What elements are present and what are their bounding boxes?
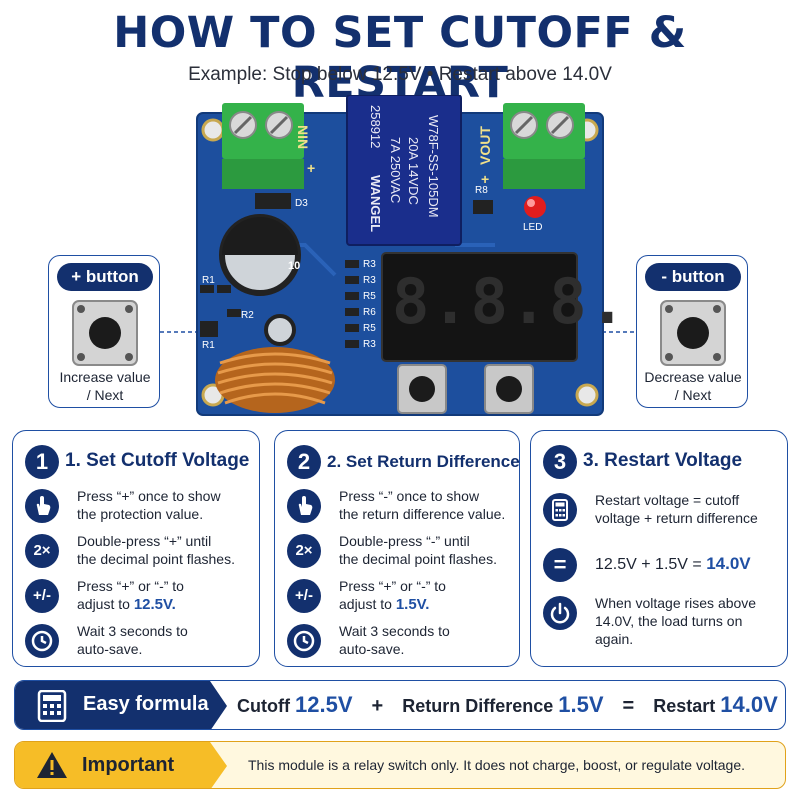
label-led: LED — [523, 222, 543, 233]
nin-label: NIN — [295, 125, 311, 150]
relay-rating-2: 20A 14VDC — [406, 137, 421, 205]
relay-model: W78F-SS-105DM — [426, 115, 441, 218]
easy-formula-bar: Easy formula Cutoff 12.5V + Return Diffe… — [14, 680, 786, 730]
label-r6: R6 — [363, 307, 376, 318]
minus-button-caption: Decrease value / Next — [644, 369, 742, 403]
label-r9: R3 — [363, 339, 376, 350]
step-number: 1 — [25, 445, 59, 479]
page-title: HOW TO SET CUTOFF & RESTART — [113, 8, 687, 108]
relay-brand: WANGEL — [368, 175, 383, 233]
double-press-icon: 2× — [287, 534, 321, 568]
clock-icon — [25, 624, 59, 658]
label-d3: D3 — [295, 198, 308, 209]
important-message: This module is a relay switch only. It d… — [248, 757, 745, 773]
label-r5: R5 — [363, 291, 376, 302]
plus-button-badge: + button — [57, 263, 153, 291]
step-number: 2 — [287, 445, 321, 479]
formula-expression: Cutoff 12.5V + Return Difference 1.5V = … — [237, 692, 778, 717]
hand-pointer-icon — [25, 489, 59, 523]
step-card-cutoff: 1 1. Set Cutoff Voltage Press “+” once t… — [12, 430, 260, 667]
equals-icon: = — [543, 548, 577, 582]
label-r3: R3 — [363, 259, 376, 270]
tactile-button-icon[interactable] — [70, 298, 140, 368]
minus-button-badge: - button — [645, 263, 741, 291]
step-card-restart: 3 3. Restart Voltage Restart voltage = c… — [530, 430, 788, 667]
cutoff-value: 12.5V. — [133, 596, 176, 613]
formula-label: Easy formula — [83, 693, 209, 715]
label-r8: R8 — [475, 185, 488, 196]
label-r4: R3 — [363, 275, 376, 286]
tactile-button-icon[interactable] — [658, 298, 728, 368]
plus-button-card: + button Increase value / Next — [48, 255, 160, 408]
step-row: = 12.5V + 1.5V = 14.0V — [543, 546, 783, 596]
important-notice-bar: Important This module is a relay switch … — [14, 741, 786, 789]
step-title: 2. Set Return Difference — [327, 452, 520, 471]
label-r2: R2 — [241, 310, 254, 321]
step-card-return-difference: 2 2. Set Return Difference Press “-” onc… — [274, 430, 520, 667]
nin-plus-label: + — [307, 160, 316, 176]
important-label: Important — [82, 754, 175, 776]
plus-minus-icon: +/- — [287, 579, 321, 613]
display-readout: 8.8.8. — [392, 265, 628, 338]
plus-button-caption: Increase value / Next — [59, 369, 151, 403]
formula-label-block: Easy formula — [15, 681, 227, 729]
vout-label: VOUT — [477, 126, 493, 165]
important-label-block: Important — [15, 742, 227, 788]
relay-module-board: NIN + VOUT + 258912 WANGEL 7A 250VAC 20A… — [195, 94, 628, 420]
page-subtitle: Example: Stop below 12.5V • Restart abov… — [188, 64, 612, 85]
double-press-icon: 2× — [25, 534, 59, 568]
vout-plus-label: + — [481, 171, 490, 187]
power-icon — [543, 596, 577, 630]
warning-icon — [37, 752, 67, 778]
relay-rating-1: 7A 250VAC — [388, 137, 403, 204]
label-cap: 10 — [288, 260, 301, 272]
relay-code: 258912 — [368, 105, 383, 149]
step-title: 1. Set Cutoff Voltage — [65, 450, 250, 471]
label-r1: R1 — [202, 275, 215, 286]
return-difference-value: 1.5V. — [395, 596, 430, 613]
step-title: 3. Restart Voltage — [583, 450, 743, 471]
plus-minus-icon: +/- — [25, 579, 59, 613]
restart-value: 14.0V — [706, 554, 751, 573]
step-number: 3 — [543, 445, 577, 479]
clock-icon — [287, 624, 321, 658]
calculator-icon — [543, 493, 577, 527]
calculator-icon — [37, 690, 67, 722]
label-r1b: R1 — [202, 340, 215, 351]
minus-button-card: - button Decrease value / Next — [636, 255, 748, 408]
label-r7: R5 — [363, 323, 376, 334]
hand-pointer-icon — [287, 489, 321, 523]
pcb-illustration — [196, 94, 604, 416]
